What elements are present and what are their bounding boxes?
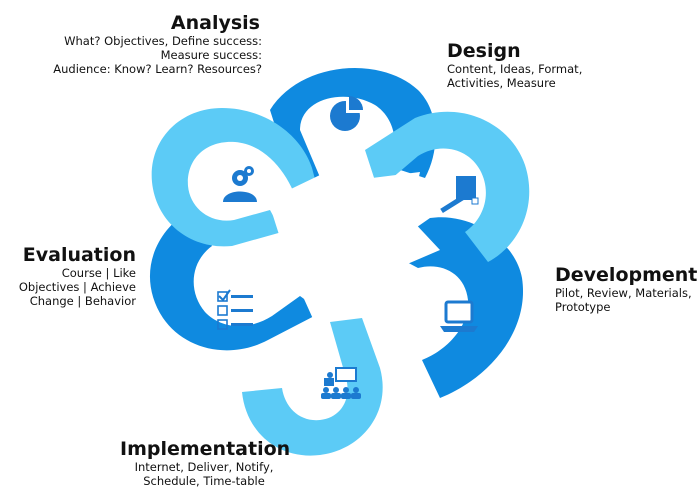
analysis-line: Audience: Know? Learn? Resources? xyxy=(53,62,262,77)
implementation-line: Internet, Deliver, Notify, xyxy=(134,460,274,474)
evaluation-line: Objectives | Achieve xyxy=(18,280,136,295)
implementation-label: Implementation Internet, Deliver, Notify… xyxy=(120,438,291,488)
analysis-label: Analysis What? Objectives, Define succes… xyxy=(40,12,262,77)
laptop-icon xyxy=(440,300,478,332)
evaluation-description: Course | Like Objectives | Achieve Chang… xyxy=(4,266,136,309)
evaluation-line: Course | Like xyxy=(61,266,136,280)
evaluation-label: Evaluation Course | Like Objectives | Ac… xyxy=(4,244,136,309)
development-line: Prototype xyxy=(555,300,611,315)
petal-design xyxy=(365,111,530,262)
checklist-icon xyxy=(217,289,253,330)
evaluation-line: Change | Behavior xyxy=(29,294,136,309)
analysis-title: Analysis xyxy=(170,12,260,34)
petal-implementation xyxy=(242,318,383,456)
petal-development xyxy=(384,217,524,398)
person-gears-icon xyxy=(223,166,257,202)
petal-evaluation xyxy=(149,210,322,351)
presentation-audience-icon xyxy=(321,367,361,399)
development-title: Development xyxy=(555,264,698,286)
pen-document-icon xyxy=(440,176,479,214)
implementation-line: Schedule, Time-table xyxy=(143,474,265,488)
development-line: Pilot, Review, Materials, xyxy=(555,286,692,300)
analysis-line: What? Objectives, Define success: xyxy=(64,34,262,48)
design-line: Activities, Measure xyxy=(447,76,556,91)
evaluation-title: Evaluation xyxy=(22,244,136,266)
design-description: Content, Ideas, Format, Activities, Meas… xyxy=(447,62,617,90)
development-label: Development Pilot, Review, Materials, Pr… xyxy=(555,264,697,314)
petal-people xyxy=(151,108,320,247)
center-star xyxy=(255,150,440,330)
design-line: Content, Ideas, Format, xyxy=(447,62,583,76)
analysis-description: What? Objectives, Define success: Measur… xyxy=(40,34,262,77)
design-label: Design Content, Ideas, Format, Activitie… xyxy=(447,40,617,90)
analysis-line: Measure success: xyxy=(160,48,262,63)
pie-chart-icon xyxy=(330,96,363,131)
development-description: Pilot, Review, Materials, Prototype xyxy=(555,286,697,314)
implementation-title: Implementation xyxy=(120,438,291,460)
design-title: Design xyxy=(447,40,521,62)
implementation-description: Internet, Deliver, Notify, Schedule, Tim… xyxy=(120,460,288,488)
